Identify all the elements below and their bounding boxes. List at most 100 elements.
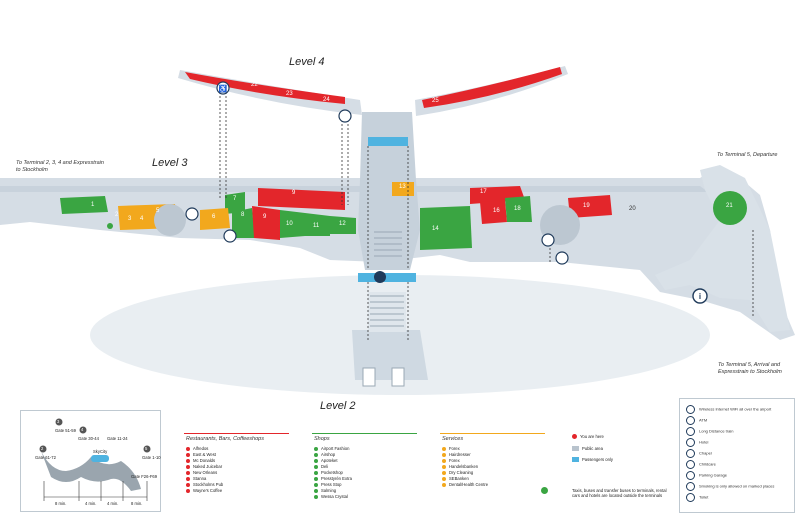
legend-item: Forex <box>442 458 460 463</box>
unit-1: 1 <box>91 202 95 208</box>
legend-item: New Orleans <box>186 470 217 475</box>
note-to-t5-departure: To Terminal 5, Departure <box>717 152 778 158</box>
unit-18: 18 <box>514 206 521 212</box>
shop-icon <box>185 207 199 221</box>
unit-14: 14 <box>432 226 439 232</box>
walk-time-2: 4 min. <box>85 501 97 506</box>
legend-item: Pocketshop <box>314 470 343 475</box>
note-to-t5-arrival: To Terminal 5, Arrival and Expresstrain … <box>718 362 782 375</box>
legend-item: Handelsbanken <box>442 464 478 469</box>
legend-item: SEBanken <box>442 476 469 481</box>
legend-item: Naked Juicebar <box>186 464 222 469</box>
legend-restaurants-title: Restaurants, Bars, Coffeeshops <box>186 436 264 442</box>
smoking-symbol: Smoking is only allowed on marked places <box>686 482 774 491</box>
gate-label-1-10: Gate 1-10 <box>142 455 161 460</box>
unit-21: 21 <box>726 203 733 209</box>
passenger-bar-top <box>368 137 408 146</box>
gate-overview-inset: 2 3 4 5 Gate 61-72 Gate 51-59 Gate 30-44… <box>20 410 161 512</box>
unit-25: 25 <box>432 98 439 104</box>
level-2-label: Level 2 <box>320 400 356 412</box>
toilet-icon <box>223 229 237 243</box>
chapel-symbol: Chapel <box>686 449 712 458</box>
gate-label-51-59: Gate 51-59 <box>55 428 76 433</box>
unit-20: 20 <box>629 206 636 212</box>
central-core <box>358 112 420 270</box>
unit-25-block <box>422 67 562 108</box>
legend-item: Salming <box>314 488 336 493</box>
unit-16: 16 <box>493 208 500 214</box>
legend-item: Airshop <box>314 452 335 457</box>
legend-item: Wessa Crystal <box>314 494 348 499</box>
unit-12: 12 <box>339 221 346 227</box>
legend-item: Hairdresser <box>442 452 471 457</box>
unit-6: 6 <box>212 214 216 220</box>
legend-item: Forex <box>442 446 460 451</box>
unit-17: 17 <box>480 189 487 195</box>
svg-text:i: i <box>699 292 701 301</box>
gate-overview-diagram <box>39 418 151 501</box>
unit-22: 22 <box>251 82 258 88</box>
gate-label-11-24: Gate 11-24 <box>107 436 128 441</box>
legend-item: Apoteket <box>314 458 338 463</box>
unit-5: 5 <box>156 208 160 214</box>
legend-item: Presstyrén Extra <box>314 476 352 481</box>
unit-7: 7 <box>233 196 237 202</box>
toilet-icon <box>541 233 555 247</box>
walk-time-1: 8 min. <box>55 501 67 506</box>
legend-services-title: Services <box>442 436 464 442</box>
unit-13: 13 <box>399 184 406 190</box>
unit-23: 23 <box>286 91 293 97</box>
hotel-symbol: Hotel <box>686 438 708 447</box>
legend-item: Alfredos <box>186 446 208 451</box>
legend-item: Dry Cleaning <box>442 470 473 475</box>
note-to-terminals-2-4: To Terminal 2, 3, 4 and Expresstrain to … <box>16 160 104 173</box>
wifi-symbol: Wireless Internet WiFi all over the airp… <box>686 405 771 414</box>
legend-shops-title: Shops <box>314 436 330 442</box>
legend-symbols-panel: Wireless Internet WiFi all over the airp… <box>679 398 795 513</box>
legend-item: Press Stop <box>314 482 341 487</box>
unit-21-circle <box>713 191 747 225</box>
unit-8: 8 <box>241 212 245 218</box>
level-3-label: Level 3 <box>152 157 188 169</box>
legend-item: Wayne's Coffee <box>186 488 222 493</box>
unit-22-block <box>185 72 345 104</box>
level-4-label: Level 4 <box>289 56 325 68</box>
gate-node-3: 3 <box>57 419 60 424</box>
legend-you-are-here: You are here <box>572 434 604 440</box>
gate-node-4: 4 <box>81 427 84 432</box>
passenger-bar-mid <box>358 273 416 282</box>
unit-9: 9 <box>263 214 267 220</box>
toilet-symbol: Toilet <box>686 493 708 502</box>
atm-icon: i <box>692 288 708 304</box>
skycity-label: SkyCity <box>93 449 108 454</box>
legend-item: Airport Fashion <box>314 446 349 451</box>
legend-item: Deli <box>314 464 328 469</box>
unit-19: 19 <box>583 203 590 209</box>
walk-time-4: 8 min. <box>131 501 143 506</box>
gate-label-30-44: Gate 30-44 <box>78 436 99 441</box>
toilet-icon <box>338 109 352 123</box>
gate-node-2: 2 <box>41 446 44 451</box>
walk-time-3: 4 min. <box>107 501 119 506</box>
unit-3: 3 <box>128 216 132 222</box>
legend-passengers-only: Passengers only <box>572 457 613 463</box>
parking-symbol: Parking Garage <box>686 471 727 480</box>
legend-item: Mc Donalds <box>186 458 215 463</box>
gate-label-f26-f69: Gate F26-F69 <box>131 474 158 479</box>
info-icon <box>374 271 386 283</box>
gate-label-61-72: Gate 61-72 <box>35 455 56 460</box>
gate-node-5: 5 <box>145 446 148 451</box>
legend-item: East & West <box>186 452 216 457</box>
legend-item: Stockholms Pub <box>186 482 223 487</box>
atm-symbol: ATM <box>686 416 707 425</box>
svg-text:♿: ♿ <box>219 84 228 93</box>
unit-11: 11 <box>313 223 320 229</box>
legend-transport-note: Taxis, buses and transfer buses to termi… <box>572 488 667 498</box>
legend-public-area: Public area <box>572 446 603 452</box>
wheelchair-icon <box>107 223 113 229</box>
unit-24: 24 <box>323 97 330 103</box>
toilet-icon: ♿ <box>216 81 230 95</box>
bus-icon <box>555 251 569 265</box>
terminal-map: ♿ i P <box>0 66 795 395</box>
unit-9a: 9 <box>292 190 296 196</box>
